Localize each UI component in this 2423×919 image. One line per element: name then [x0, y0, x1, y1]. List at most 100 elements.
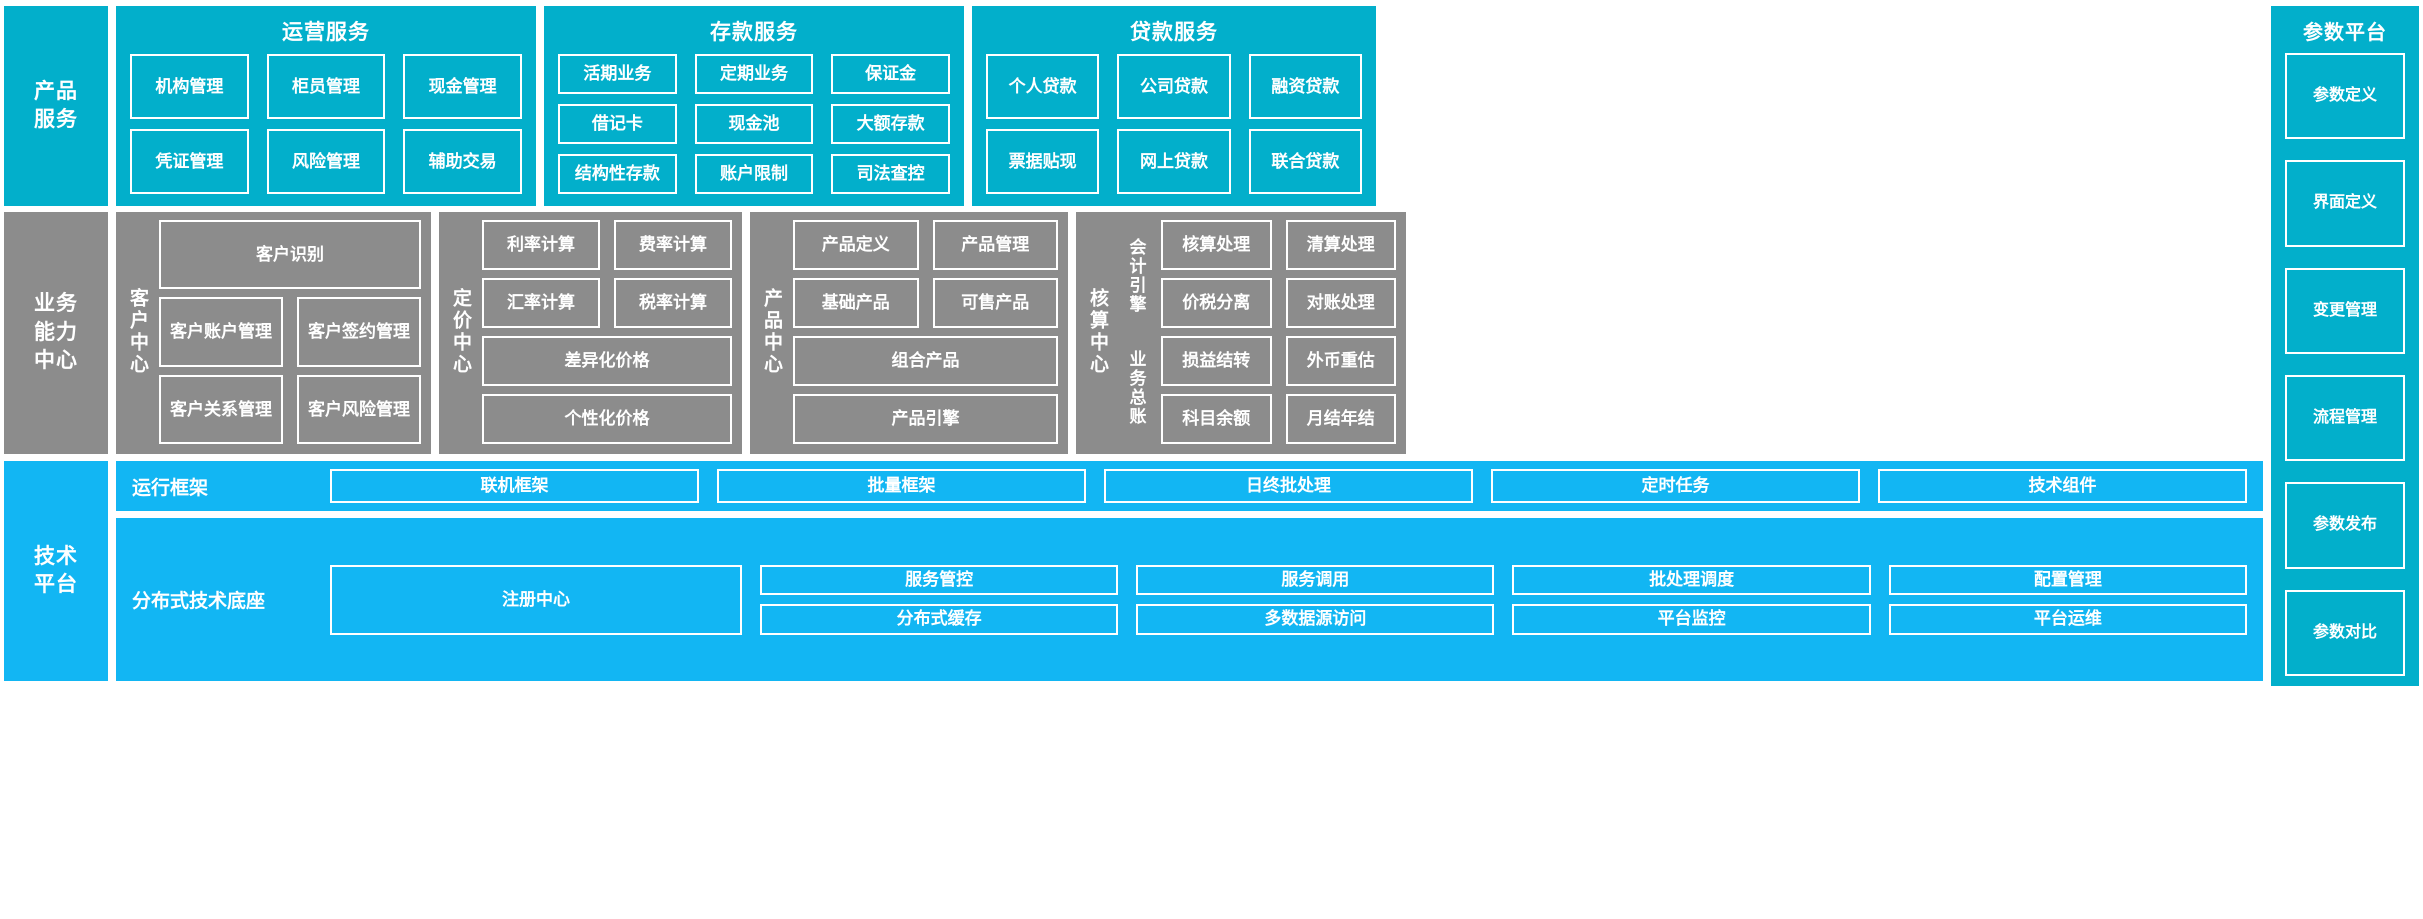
center-label-customer: 客户中心	[127, 288, 148, 376]
capability-box[interactable]: 个性化价格	[482, 394, 732, 444]
layer-label-product-service: 产品 服务	[4, 6, 108, 206]
capability-box[interactable]: 清算处理	[1285, 220, 1396, 270]
capability-box[interactable]: 可售产品	[932, 278, 1058, 328]
tech-box[interactable]: 多数据源访问	[1136, 604, 1495, 635]
service-box[interactable]: 辅助交易	[403, 129, 522, 194]
tech-box[interactable]: 批量框架	[717, 469, 1086, 503]
capability-box[interactable]: 汇率计算	[482, 278, 600, 328]
capability-box[interactable]: 客户风险管理	[297, 374, 421, 444]
capability-box[interactable]: 价税分离	[1161, 278, 1272, 328]
tech-box[interactable]: 联机框架	[330, 469, 699, 503]
capability-box[interactable]: 客户识别	[159, 220, 421, 290]
layer-business-capability: 业务 能力 中心 客户中心 客户识别 客户账户管理 客户签约管理 客户关系管理 …	[4, 212, 2419, 454]
service-box[interactable]: 结构性存款	[558, 154, 677, 194]
capability-box[interactable]: 科目余额	[1161, 394, 1272, 444]
center-label-accounting: 核算中心	[1087, 288, 1108, 376]
capability-box[interactable]: 税率计算	[614, 278, 732, 328]
group-deposit-services: 存款服务 活期业务 定期业务 保证金 借记卡 现金池 大额存款 结构性存款 账户…	[544, 6, 964, 206]
capability-box[interactable]: 利率计算	[482, 220, 600, 270]
layer-label-line-2: 能力	[34, 320, 78, 344]
layer-technical-platform: 技术 平台 运行框架 联机框架 批量框架 日终批处理 定时任务 技术组件 分布式…	[4, 461, 2419, 681]
center-pricing: 定价中心 利率计算 费率计算 汇率计算 税率计算 差异化价格 个性化价格	[439, 212, 742, 454]
center-accounting: 核算中心 会计引擎 业务总账 核算处理 清算处理 价税分离 对账处理 损益结转 …	[1076, 212, 1406, 454]
service-box[interactable]: 网上贷款	[1117, 129, 1231, 194]
service-box[interactable]: 司法查控	[831, 154, 950, 194]
capability-box[interactable]: 核算处理	[1161, 220, 1272, 270]
center-label-product: 产品中心	[761, 288, 782, 376]
tech-box[interactable]: 分布式缓存	[759, 604, 1119, 635]
service-box[interactable]: 融资贷款	[1248, 54, 1362, 119]
capability-box[interactable]: 对账处理	[1285, 278, 1396, 328]
param-box[interactable]: 界面定义	[2285, 160, 2405, 247]
layer-label-line-3: 中心	[34, 349, 78, 373]
capability-box[interactable]: 产品管理	[932, 220, 1058, 270]
group-loan-services: 贷款服务 个人贷款 公司贷款 融资贷款 票据贴现 网上贷款 联合贷款	[972, 6, 1376, 206]
group-title-deposit-services: 存款服务	[710, 21, 798, 44]
capability-box[interactable]: 客户账户管理	[159, 297, 283, 367]
service-box[interactable]: 大额存款	[831, 104, 950, 144]
tech-box[interactable]: 配置管理	[1888, 564, 2247, 595]
service-box[interactable]: 柜员管理	[266, 54, 386, 119]
param-box[interactable]: 参数定义	[2285, 53, 2405, 140]
service-box[interactable]: 借记卡	[558, 104, 677, 144]
layer-label-line-1: 产品	[34, 79, 78, 103]
service-box[interactable]: 联合贷款	[1248, 129, 1362, 194]
capability-box[interactable]: 组合产品	[793, 336, 1058, 386]
service-box[interactable]: 公司贷款	[1117, 54, 1231, 119]
layer-label-line-2: 服务	[34, 108, 78, 131]
tech-box[interactable]: 技术组件	[1878, 469, 2247, 503]
capability-box[interactable]: 基础产品	[793, 278, 919, 328]
service-box[interactable]: 风险管理	[266, 129, 386, 194]
subgroup-label-accounting-engine: 会计引擎	[1126, 238, 1146, 314]
layer-label-line-2: 平台	[34, 573, 78, 596]
capability-box[interactable]: 产品引擎	[793, 394, 1058, 444]
band-label-runtime-framework: 运行框架	[132, 477, 209, 499]
layer-label-line-1: 业务	[34, 292, 78, 316]
service-box[interactable]: 机构管理	[130, 54, 249, 119]
capability-box[interactable]: 差异化价格	[482, 336, 732, 386]
capability-box[interactable]: 客户签约管理	[297, 297, 421, 367]
param-box[interactable]: 参数发布	[2285, 482, 2405, 569]
service-box[interactable]: 活期业务	[558, 54, 677, 94]
tech-box[interactable]: 服务调用	[1136, 564, 1495, 595]
service-box[interactable]: 保证金	[831, 54, 950, 94]
tech-box[interactable]: 批处理调度	[1512, 564, 1871, 595]
layer-label-line-1: 技术	[34, 544, 78, 568]
tech-box-registry-center[interactable]: 注册中心	[330, 564, 742, 635]
group-operation-services: 运营服务 机构管理 柜员管理 现金管理 凭证管理 风险管理 辅助交易	[116, 6, 536, 206]
band-distributed-foundation: 分布式技术底座 注册中心 服务管控 服务调用 批处理调度 配置管理 分布式缓存 …	[116, 518, 2263, 681]
service-box[interactable]: 票据贴现	[986, 129, 1100, 194]
subgroup-label-business-ledger: 业务总账	[1126, 350, 1146, 426]
capability-box[interactable]: 损益结转	[1161, 336, 1272, 386]
param-box[interactable]: 参数对比	[2285, 589, 2405, 676]
tech-box[interactable]: 服务管控	[759, 564, 1119, 595]
band-runtime-framework: 运行框架 联机框架 批量框架 日终批处理 定时任务 技术组件	[116, 461, 2263, 511]
capability-box[interactable]: 客户关系管理	[159, 374, 283, 444]
tech-box[interactable]: 平台监控	[1512, 604, 1871, 635]
capability-box[interactable]: 费率计算	[614, 220, 732, 270]
layer-label-technical-platform: 技术 平台	[4, 461, 108, 681]
capability-box[interactable]: 月结年结	[1285, 394, 1396, 444]
capability-box[interactable]: 外币重估	[1285, 336, 1396, 386]
layer-product-service: 产品 服务 运营服务 机构管理 柜员管理 现金管理 凭证管理 风险管理 辅助交易…	[4, 6, 2419, 206]
band-label-distributed-foundation: 分布式技术底座	[132, 591, 266, 612]
center-label-pricing: 定价中心	[450, 288, 471, 376]
group-parameter-platform: 参数平台 参数定义 界面定义 变更管理 流程管理 参数发布 参数对比	[2271, 6, 2419, 686]
param-box[interactable]: 流程管理	[2285, 375, 2405, 462]
service-box[interactable]: 定期业务	[694, 54, 814, 94]
service-box[interactable]: 个人贷款	[986, 54, 1100, 119]
capability-box[interactable]: 产品定义	[793, 220, 919, 270]
tech-box[interactable]: 平台运维	[1888, 604, 2247, 635]
tech-box[interactable]: 定时任务	[1491, 469, 1860, 503]
service-box[interactable]: 现金管理	[403, 54, 522, 119]
center-customer: 客户中心 客户识别 客户账户管理 客户签约管理 客户关系管理 客户风险管理	[116, 212, 431, 454]
param-box[interactable]: 变更管理	[2285, 267, 2405, 354]
center-product: 产品中心 产品定义 产品管理 基础产品 可售产品 组合产品 产品引擎	[750, 212, 1068, 454]
group-title-operation-services: 运营服务	[282, 21, 370, 44]
tech-box[interactable]: 日终批处理	[1104, 469, 1473, 503]
service-box[interactable]: 凭证管理	[130, 129, 249, 194]
service-box[interactable]: 现金池	[694, 104, 814, 144]
service-box[interactable]: 账户限制	[694, 154, 814, 194]
layer-label-business-capability: 业务 能力 中心	[4, 212, 108, 454]
